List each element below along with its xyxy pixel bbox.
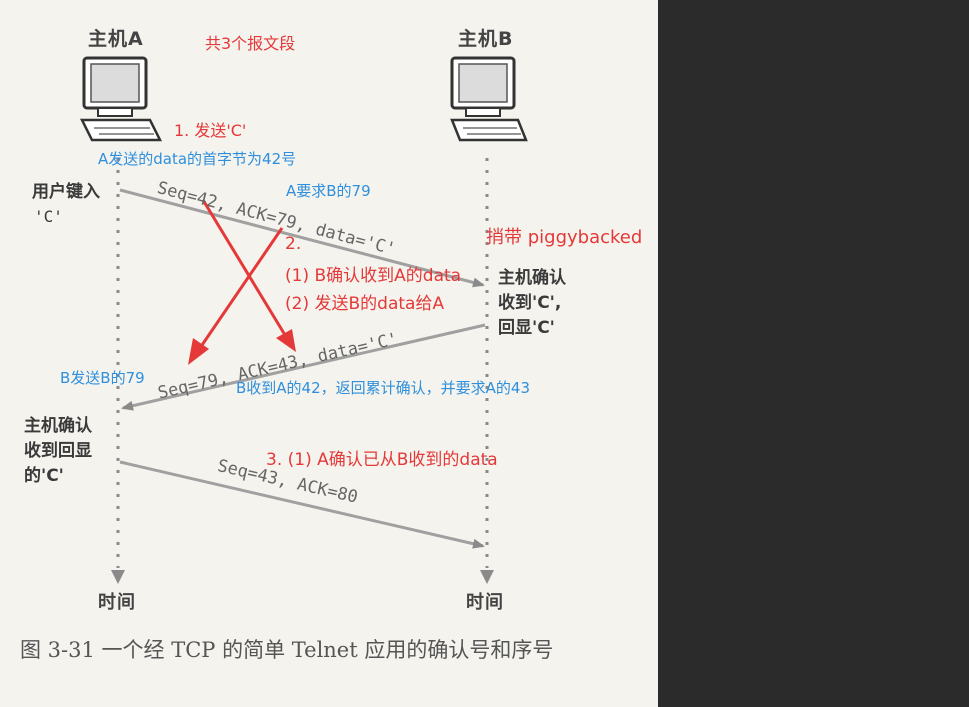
segment-3-arrow: [119, 460, 485, 549]
host-ack-line2: 收到回显: [24, 441, 92, 461]
annotation-total-segments: 共3个报文段: [205, 34, 296, 53]
host-ack-line3: 的'C': [24, 466, 64, 486]
host-b-label: 主机B: [458, 28, 514, 50]
figure-panel: 主机A 主机B 用户键入 'C' 主机确认 收到回显 的'C' 主机确认 收到'…: [0, 0, 658, 707]
diagram-graphics: [79, 56, 528, 584]
annotation-step2-1: (1) B确认收到A的data: [285, 266, 462, 286]
annotation-step2-2: (2) 发送B的data给A: [285, 294, 445, 314]
host-a-time-arrowhead: [111, 570, 125, 584]
host-b-ack-line3: 回显'C': [498, 318, 555, 338]
annotation-b-received: B收到A的42，返回累计确认，并要求A的43: [236, 379, 530, 397]
user-keys-label: 用户键入: [32, 182, 100, 202]
annotation-step2: 2.: [285, 234, 302, 254]
time-label-b: 时间: [466, 592, 504, 613]
figure-caption: 图 3-31 一个经 TCP 的简单 Telnet 应用的确认号和序号: [20, 638, 554, 662]
annotation-step1: 1. 发送'C': [174, 121, 247, 140]
annotation-a-requests: A要求B的79: [286, 182, 371, 200]
annotation-a-first-byte: A发送的data的首字节为42号: [98, 150, 297, 168]
host-a-label: 主机A: [88, 28, 144, 50]
red-arrow-a-sends-42: [201, 199, 296, 352]
annotation-piggyback: 捎带 piggybacked: [486, 227, 643, 248]
annotation-step3: 3. (1) A确认已从B收到的data: [266, 450, 498, 470]
segment-2-arrow: [121, 323, 486, 411]
host-b-time-arrowhead: [480, 570, 494, 584]
host-b-computer-icon: [450, 56, 528, 142]
right-dark-panel: [658, 0, 969, 707]
host-b-ack-line2: 收到'C',: [498, 293, 562, 313]
red-arrow-a-requests-b79: [188, 227, 284, 365]
time-label-a: 时间: [98, 592, 136, 613]
host-b-ack-line1: 主机确认: [498, 268, 566, 288]
host-a-computer-icon: [79, 56, 163, 142]
user-keys-char: 'C': [34, 207, 63, 226]
host-ack-line1: 主机确认: [24, 416, 92, 436]
annotation-b-sends: B发送B的79: [60, 369, 145, 387]
segment-1-arrow: [119, 188, 485, 288]
